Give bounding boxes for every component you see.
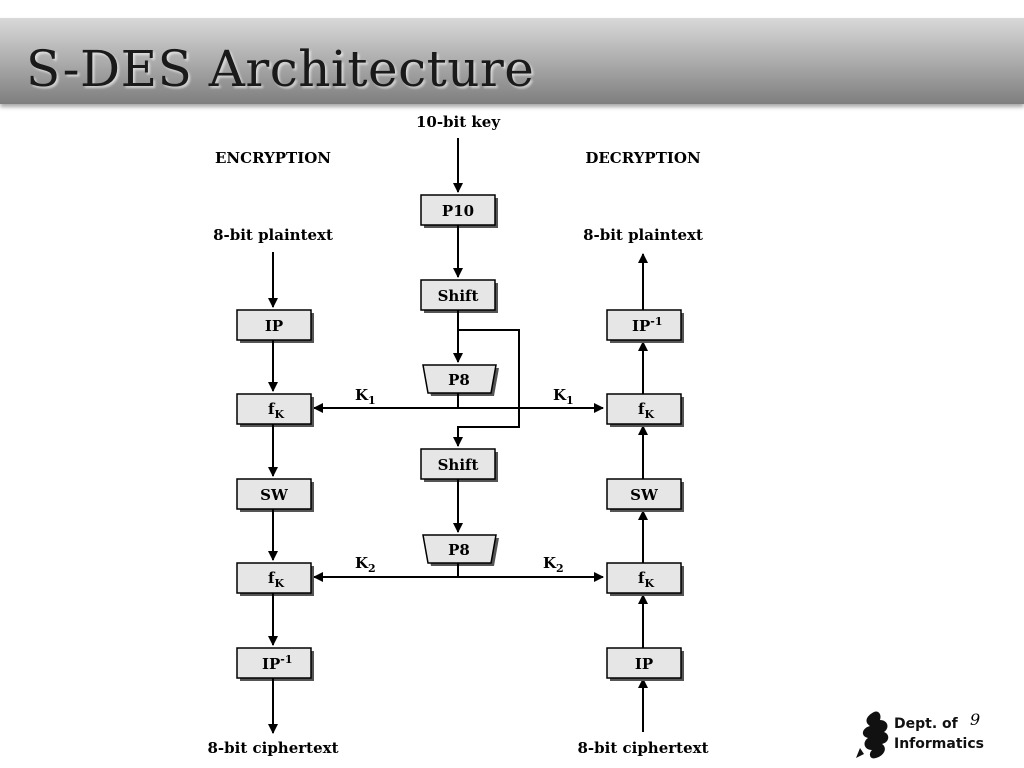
enc-fk1-label: fK: [268, 400, 284, 421]
enc-fk2-box: [236, 562, 312, 594]
shift1-to-shift2-branch: [453, 329, 520, 447]
k2-left-label: K2: [355, 554, 376, 575]
dec-ipinv-label: IP-1: [632, 315, 663, 335]
dragon-logo-icon: [856, 711, 889, 759]
encryption-heading: ENCRYPTION: [215, 149, 331, 167]
footer-line1: Dept. of: [894, 716, 958, 732]
footer: Dept. of Informatics 9: [854, 708, 1014, 764]
enc-sw-label: SW: [260, 486, 289, 504]
enc-ip-box: [236, 309, 312, 341]
enc-ciphertext-label: 8-bit ciphertext: [207, 739, 338, 757]
enc-sw-box: [236, 478, 312, 510]
shift2-box: [420, 448, 496, 480]
k1-right-label: K1: [553, 386, 574, 407]
dec-sw-box: [606, 478, 682, 510]
dec-fk1-label: fK: [638, 400, 654, 421]
k1-left-label: K1: [355, 386, 376, 407]
decryption-heading: DECRYPTION: [585, 149, 701, 167]
footer-text: Dept. of Informatics: [894, 714, 984, 754]
p8-2-label: P8: [448, 541, 470, 559]
enc-plaintext-label: 8-bit plaintext: [213, 226, 333, 244]
shift2-label: Shift: [438, 456, 479, 474]
dec-ciphertext-label: 8-bit ciphertext: [577, 739, 708, 757]
dec-plaintext-label: 8-bit plaintext: [583, 226, 703, 244]
p8-2-box: [422, 534, 497, 564]
page-number: 9: [970, 710, 981, 729]
footer-line2: Informatics: [894, 736, 984, 752]
dec-ip-label: IP: [635, 655, 653, 673]
p8-1-label: P8: [448, 371, 470, 389]
title-bar: S-DES Architecture: [0, 18, 1024, 104]
dec-fk2-box: [606, 562, 682, 594]
enc-fk2-label: fK: [268, 569, 284, 590]
shift1-label: Shift: [438, 287, 479, 305]
p8-1-box: [422, 364, 497, 394]
enc-ipinv-label: IP-1: [262, 653, 293, 673]
key-input-label: 10-bit key: [416, 113, 501, 131]
p10-label: P10: [442, 202, 474, 220]
slide-title: S-DES Architecture: [26, 40, 535, 98]
dec-sw-label: SW: [630, 486, 659, 504]
k2-right-label: K2: [543, 554, 564, 575]
enc-ip-label: IP: [265, 317, 283, 335]
shift1-box: [420, 279, 496, 311]
p10-box: [420, 194, 496, 226]
dec-fk2-label: fK: [638, 569, 654, 590]
